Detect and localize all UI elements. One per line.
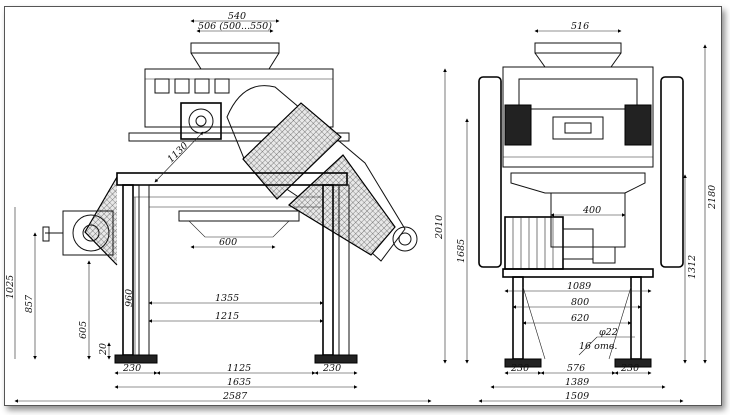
dim-1215: 1215: [215, 311, 239, 322]
dim-800: 800: [571, 297, 589, 308]
dim-1355: 1355: [215, 293, 239, 304]
dim-2587: 2587: [222, 391, 248, 402]
drawing-sheet: 540 506 (500...550) 1130 600 1025 857 60…: [4, 6, 722, 406]
technical-drawing: 540 506 (500...550) 1130 600 1025 857 60…: [5, 11, 718, 403]
dim-foot-right-side: 230: [620, 363, 639, 374]
dim-20: 20: [98, 343, 109, 356]
dim-960: 960: [124, 289, 135, 307]
front-inlet-hopper: [190, 42, 280, 70]
dim-2010: 2010: [434, 215, 445, 240]
dim-1312: 1312: [687, 255, 698, 279]
side-frame: [502, 268, 654, 368]
dim-400: 400: [582, 205, 601, 216]
dim-600: 600: [219, 237, 237, 248]
dim-foot-left-front: 230: [122, 363, 141, 374]
dim-1125: 1125: [227, 363, 251, 374]
front-left-motor: [42, 176, 118, 266]
side-inlet-hopper: [534, 42, 622, 68]
side-chute: [510, 172, 646, 248]
dim-foot-left-side: 230: [510, 363, 529, 374]
side-view: 516 400 2010 1685 2180 1312 1089 800 620…: [434, 21, 718, 403]
side-motor: [504, 216, 616, 270]
dim-1025: 1025: [5, 275, 16, 299]
dim-1635: 1635: [227, 377, 251, 388]
dim-857: 857: [24, 294, 35, 313]
dim-1685: 1685: [456, 239, 467, 263]
dim-1089: 1089: [567, 281, 591, 292]
dim-1389: 1389: [565, 377, 589, 388]
dim-inlet: 506 (500...550): [198, 21, 272, 32]
front-inclined-screen: [226, 85, 418, 262]
dim-hole-count: 16 отв.: [579, 341, 617, 352]
dim-1130: 1130: [165, 140, 190, 165]
side-flywheels: [478, 76, 684, 268]
dim-hole-dia: φ22: [599, 327, 618, 338]
dim-540: 540: [228, 11, 246, 22]
dim-2180: 2180: [707, 185, 718, 210]
front-dimensions: 540 506 (500...550) 1130 600 1025 857 60…: [5, 11, 432, 403]
dim-516: 516: [571, 21, 589, 32]
dim-1509: 1509: [565, 391, 589, 402]
dim-605: 605: [78, 321, 89, 339]
side-dimensions: 516 400 2010 1685 2180 1312 1089 800 620…: [434, 21, 718, 403]
dim-620: 620: [571, 313, 589, 324]
dim-576: 576: [567, 363, 585, 374]
front-view: 540 506 (500...550) 1130 600 1025 857 60…: [5, 11, 432, 403]
side-housing: [502, 66, 654, 168]
front-frame: [114, 172, 358, 364]
dim-foot-right-front: 230: [322, 363, 341, 374]
